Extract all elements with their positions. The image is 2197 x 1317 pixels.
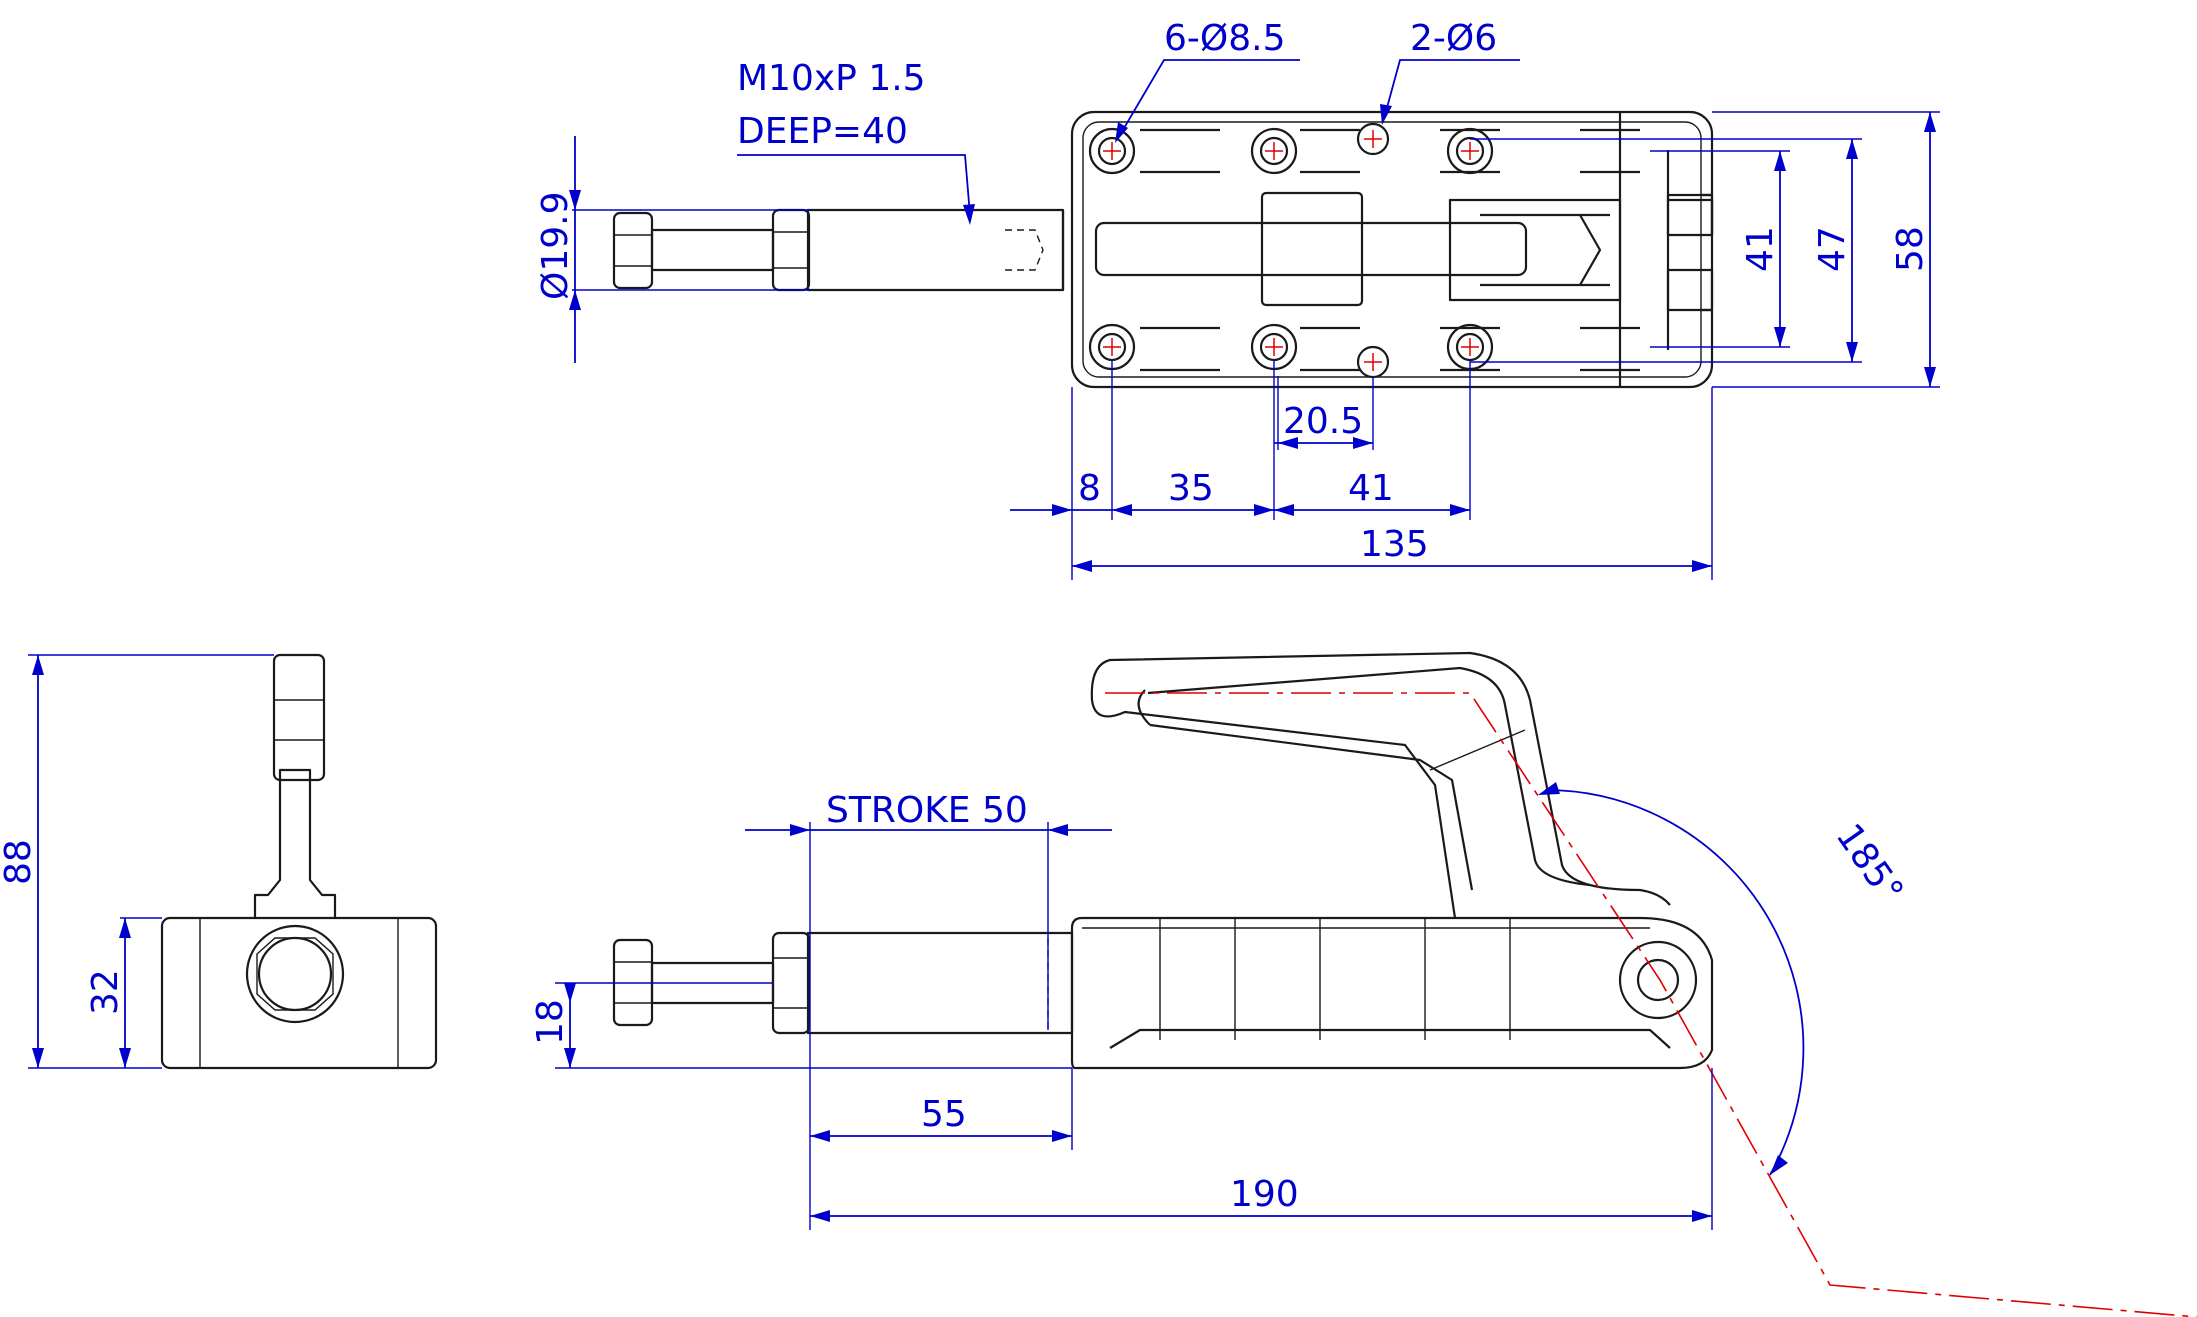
top-view-hex-nut-flats bbox=[773, 231, 809, 269]
top-view-end-tab-lower bbox=[1666, 268, 1714, 312]
ext-55-190 bbox=[1071, 1068, 1713, 1230]
dim-41-vert-label: 41 bbox=[1740, 226, 1781, 272]
dim-41-label: 41 bbox=[1348, 468, 1394, 509]
top-view-dimensions: M10xP 1.5 DEEP=40 6-Ø8.5 2-Ø6 Ø19.9 8 35… bbox=[535, 18, 1940, 580]
side-view-body-lower-edge bbox=[1109, 1028, 1671, 1049]
dim-135-label: 135 bbox=[1360, 524, 1429, 565]
note-deep: DEEP=40 bbox=[737, 111, 908, 152]
top-view-thread-hidden bbox=[1005, 229, 1044, 271]
dim-angle-label: 185° bbox=[1828, 817, 1911, 912]
note-holes-large: 6-Ø8.5 bbox=[1164, 18, 1285, 59]
side-view-plunger bbox=[806, 931, 1074, 1035]
dim-55-label: 55 bbox=[921, 1094, 967, 1135]
dim-line-18-arrows bbox=[564, 983, 576, 1068]
dim-rod-diameter-label: Ø19.9 bbox=[535, 192, 576, 301]
dim-20-5-label: 20.5 bbox=[1283, 401, 1363, 442]
ext-rod-diameter bbox=[572, 209, 810, 291]
dim-35-label: 35 bbox=[1168, 468, 1214, 509]
top-view-end-tab-upper bbox=[1666, 193, 1714, 237]
leader-thread bbox=[737, 154, 971, 216]
end-view-hex bbox=[256, 937, 334, 1011]
top-view bbox=[612, 110, 1714, 389]
leader-holes-small bbox=[1384, 59, 1520, 116]
dim-88-label: 88 bbox=[0, 839, 39, 885]
dim-line-20-5-arrows bbox=[1278, 437, 1373, 449]
top-view-handle bbox=[1094, 221, 1528, 277]
note-stroke: STROKE 50 bbox=[826, 790, 1028, 831]
dim-18-label: 18 bbox=[530, 999, 571, 1045]
end-view-body bbox=[160, 916, 438, 1070]
leader-holes-large-arrow bbox=[1115, 122, 1128, 143]
top-view-handle-hub bbox=[1260, 191, 1364, 307]
note-thread: M10xP 1.5 bbox=[737, 58, 926, 99]
leader-holes-small-arrow bbox=[1380, 104, 1392, 125]
side-view-handle-inner bbox=[1147, 666, 1591, 891]
dim-58-label: 58 bbox=[1890, 226, 1931, 272]
ext-end-view bbox=[28, 654, 274, 1069]
end-view-body-edges bbox=[199, 918, 399, 1068]
ext-horizontal bbox=[1071, 360, 1713, 580]
end-view-bore-outer bbox=[245, 924, 345, 1024]
side-view-handle-joint bbox=[1429, 729, 1526, 771]
side-view-body bbox=[1070, 916, 1714, 1070]
dim-8-label: 8 bbox=[1078, 468, 1101, 509]
end-view-handle-stem bbox=[253, 768, 337, 918]
side-view-pivot-outer bbox=[1618, 940, 1698, 1020]
top-view-body-inner-edge bbox=[1082, 121, 1702, 378]
leader-thread-arrow bbox=[963, 204, 975, 225]
end-view-handle-grip-lines bbox=[274, 699, 324, 741]
dim-line-41-arrows bbox=[1774, 151, 1786, 347]
top-view-hex-nut bbox=[771, 208, 811, 292]
pin-hole-bottom bbox=[1356, 345, 1390, 379]
top-view-bolt-shank bbox=[650, 228, 775, 272]
ext-stroke bbox=[809, 822, 1049, 1230]
leader-holes-large bbox=[1119, 59, 1300, 136]
side-view-hex-nut-flats bbox=[773, 957, 809, 1009]
pin-hole-top bbox=[1356, 122, 1390, 156]
ext-vertical-right bbox=[1470, 111, 1940, 388]
top-view-linkage bbox=[1448, 198, 1622, 302]
side-view-handle-centerline bbox=[1105, 692, 2197, 1317]
side-view-handle-outer bbox=[1090, 651, 1671, 919]
dim-190-label: 190 bbox=[1230, 1174, 1299, 1215]
dim-line-8-35-41-arrows bbox=[1052, 504, 1470, 516]
side-view-dimensions: STROKE 50 18 55 190 185° bbox=[530, 782, 1911, 1230]
side-view-bolt-head-flats bbox=[614, 961, 652, 1004]
ext-18 bbox=[555, 982, 1072, 1069]
end-view-handle-grip bbox=[272, 653, 326, 782]
dim-arc-angle bbox=[1544, 789, 1805, 1176]
top-view-plunger bbox=[806, 208, 1065, 292]
dim-32-label: 32 bbox=[85, 969, 126, 1015]
mounting-hole-top-3 bbox=[1446, 127, 1494, 175]
side-view-body-ribs bbox=[1082, 918, 1650, 1040]
end-view: 88 32 bbox=[0, 653, 438, 1070]
side-view-handle-tip bbox=[1137, 689, 1151, 726]
side-view-hex-nut bbox=[771, 931, 811, 1035]
dim-47-label: 47 bbox=[1812, 226, 1853, 272]
side-view bbox=[612, 651, 2197, 1317]
dim-arc-angle-arrows bbox=[1538, 782, 1788, 1175]
top-view-bolt-head-flats bbox=[614, 234, 652, 267]
top-view-end-block bbox=[1618, 112, 1714, 387]
top-view-bolt-head bbox=[612, 211, 654, 290]
mounting-hole-top-2 bbox=[1250, 127, 1298, 175]
mounting-hole-top-1 bbox=[1088, 127, 1136, 175]
note-holes-small: 2-Ø6 bbox=[1410, 18, 1497, 59]
top-view-body bbox=[1070, 110, 1714, 389]
side-view-pivot-inner bbox=[1636, 958, 1680, 1002]
end-view-bore-inner bbox=[257, 936, 333, 1012]
